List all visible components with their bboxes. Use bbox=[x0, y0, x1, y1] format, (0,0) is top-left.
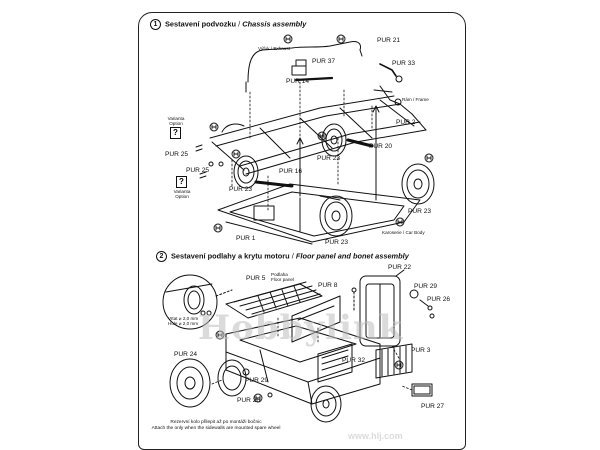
section-2-number: 2 bbox=[156, 251, 167, 262]
watermark-url: www.hlj.com bbox=[348, 431, 403, 441]
section-1-title: Sestavení podvozku bbox=[165, 19, 237, 29]
part-pur25a bbox=[195, 144, 203, 152]
wheel-rear-section2 bbox=[310, 385, 342, 423]
question-box-1: ? bbox=[170, 127, 181, 139]
wheel-rear-left bbox=[321, 123, 347, 157]
label-pur23-b: PUR 23 bbox=[317, 155, 341, 162]
label-pur37: PUR 37 bbox=[312, 58, 336, 65]
floor-panel-pur5 bbox=[225, 281, 323, 319]
note-option-1-line2: Option bbox=[169, 121, 183, 127]
label-pur32: PUR 32 bbox=[342, 357, 366, 364]
note-floor-panel-line1: Podlaha bbox=[271, 272, 288, 277]
note-floor-panel-line2: Floor panel bbox=[271, 277, 294, 283]
footer-note-line1: Rezervní kolo přilepit až po montáži boč… bbox=[170, 420, 262, 425]
label-pur23-a: PUR 23 bbox=[229, 186, 253, 193]
note-hole-drill-line1: Vrtat ⌀ 2,0 mm bbox=[168, 316, 199, 321]
part-pur37 bbox=[291, 65, 307, 76]
wheel-rear-right bbox=[401, 163, 435, 205]
label-pur27: PUR 27 bbox=[421, 403, 445, 410]
label-pur29-a: PUR 29 bbox=[414, 283, 438, 290]
wheel-spare-pur24 bbox=[169, 358, 211, 408]
wheel-front-section2 bbox=[217, 359, 247, 397]
note-option-2-line2: Option bbox=[175, 194, 189, 200]
exhaust-pipe bbox=[247, 41, 361, 83]
question-box-2: ? bbox=[176, 176, 187, 188]
label-pur33: PUR 33 bbox=[392, 60, 416, 67]
label-pur24: PUR 24 bbox=[174, 351, 198, 358]
label-pur22: PUR 22 bbox=[388, 264, 412, 271]
label-pur1: PUR 1 bbox=[236, 235, 256, 242]
label-pur29-b: PUR 29 bbox=[245, 377, 269, 384]
note-exhaust: Výfuk / Exhaust bbox=[258, 46, 290, 51]
wheel-front-left bbox=[233, 155, 259, 189]
note-car-body: Karoserie / Car Body bbox=[382, 230, 425, 235]
label-pur16: PUR 16 bbox=[279, 168, 303, 175]
footer-note: Rezervní kolo přilepit až po montáži boč… bbox=[146, 420, 286, 432]
section-2-title: Sestavení podlahy a krytu motoru bbox=[171, 251, 290, 261]
part-pur26b bbox=[267, 392, 273, 398]
wheel-front-right bbox=[319, 195, 353, 237]
side-panel-pur8 bbox=[291, 295, 341, 343]
label-pur2: PUR 2 bbox=[396, 119, 416, 126]
label-pur21: PUR 21 bbox=[377, 37, 401, 44]
axle-pur20 bbox=[346, 138, 374, 148]
label-pur8: PUR 8 bbox=[318, 282, 338, 289]
grill-pur3 bbox=[375, 343, 413, 379]
label-pur14: PUR 14 bbox=[286, 78, 310, 85]
sheet-border bbox=[138, 12, 466, 450]
label-pur26-a: PUR 26 bbox=[427, 296, 451, 303]
note-frame: Rám / Frame bbox=[402, 97, 429, 102]
car-body-pur1 bbox=[217, 183, 421, 245]
section-2-subtitle: Floor panel and bonet assembly bbox=[295, 251, 409, 261]
section-1-subtitle: Chassis assembly bbox=[242, 19, 307, 29]
label-pur3: PUR 3 bbox=[411, 347, 431, 354]
label-pur25-b: PUR 25 bbox=[186, 167, 210, 174]
detail-circle-drilling bbox=[162, 274, 233, 330]
section-1-number: 1 bbox=[150, 19, 161, 30]
part-pur33 bbox=[379, 63, 397, 77]
label-pur5: PUR 5 bbox=[246, 275, 266, 282]
note-hole-drill-line2: Hole ⌀ 2,0 mm bbox=[168, 321, 199, 327]
note-option-2-line1: Varianta bbox=[173, 189, 191, 194]
part-pur25b bbox=[199, 171, 207, 179]
label-pur25-a: PUR 25 bbox=[165, 151, 189, 158]
part-pur14 bbox=[294, 76, 334, 82]
watermark-brand: Hobbylink bbox=[198, 308, 404, 348]
label-pur23-c: PUR 23 bbox=[408, 208, 432, 215]
vehicle-body-section2 bbox=[225, 317, 381, 405]
part-pur32 bbox=[351, 287, 357, 293]
frame-ladder bbox=[209, 85, 427, 175]
part-pur29a bbox=[409, 289, 419, 299]
part-pur29b bbox=[242, 368, 250, 376]
note-option-1-line1: Varianta bbox=[167, 116, 185, 121]
label-pur23-d: PUR 23 bbox=[325, 239, 349, 246]
label-pur20: PUR 20 bbox=[369, 143, 393, 150]
label-pur26-b: PUR 26 bbox=[237, 397, 261, 404]
footer-note-line2: Attach the only when the sidewalls are m… bbox=[151, 426, 281, 432]
part-pur26a bbox=[419, 299, 429, 307]
